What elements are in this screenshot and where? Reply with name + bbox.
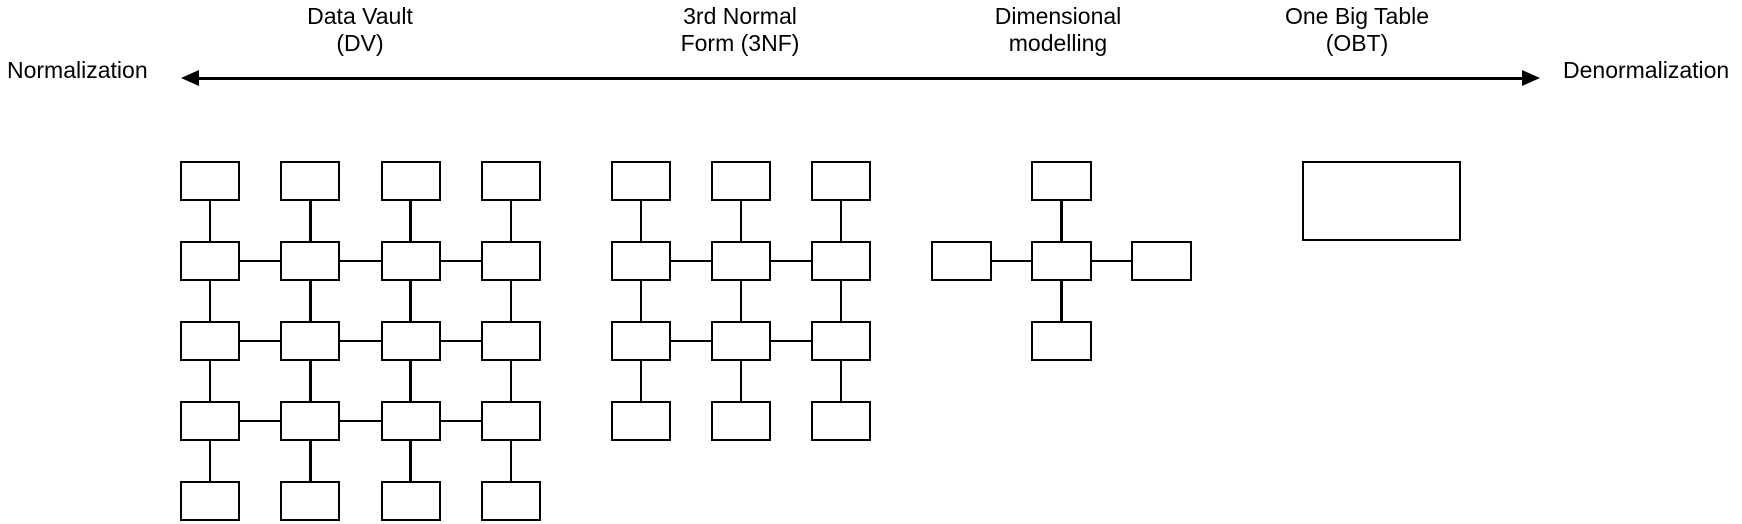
axis-label-normalization: Normalization xyxy=(7,57,148,83)
table-box xyxy=(480,401,541,441)
relationship-line xyxy=(839,361,843,401)
table-box xyxy=(180,321,240,361)
relationship-line xyxy=(671,339,711,343)
table-box xyxy=(811,401,871,441)
one-big-table-title: One Big Table(OBT) xyxy=(1285,3,1429,57)
relationship-line xyxy=(240,339,281,343)
fact-table-box xyxy=(1031,241,1092,281)
relationship-line xyxy=(1060,201,1063,241)
table-box xyxy=(711,161,771,201)
one-big-table-title-line-1: One Big Table xyxy=(1284,3,1430,29)
table-box xyxy=(280,481,341,521)
relationship-line xyxy=(509,201,513,241)
spectrum-arrow-line xyxy=(191,76,1530,80)
relationship-line xyxy=(409,281,412,321)
relationship-line xyxy=(509,361,513,401)
relationship-line xyxy=(208,441,212,481)
table-box xyxy=(480,241,541,281)
relationship-line xyxy=(771,259,811,263)
relationship-line xyxy=(309,441,312,481)
relationship-line xyxy=(208,201,212,241)
relationship-line xyxy=(340,259,381,263)
data-vault-title-line-1: Data Vault xyxy=(307,3,413,29)
one-big-table-title-line-2: (OBT) xyxy=(1325,30,1389,56)
third-normal-form-title-line-2: Form (3NF) xyxy=(680,30,800,56)
table-box xyxy=(480,481,541,521)
relationship-line xyxy=(739,201,743,241)
table-box xyxy=(280,241,341,281)
table-box xyxy=(280,401,341,441)
third-normal-form-title-line-1: 3rd Normal xyxy=(683,3,797,29)
relationship-line xyxy=(639,281,643,321)
table-box xyxy=(711,321,771,361)
table-box xyxy=(611,321,671,361)
relationship-line xyxy=(509,281,513,321)
table-box xyxy=(611,401,671,441)
table-box xyxy=(380,401,441,441)
table-box xyxy=(811,241,871,281)
relationship-line xyxy=(240,419,281,423)
relationship-line xyxy=(440,339,481,343)
big-table-box xyxy=(1302,161,1461,241)
axis-label-denormalization: Denormalization xyxy=(1563,57,1730,83)
relationship-line xyxy=(839,281,843,321)
relationship-line xyxy=(240,259,281,263)
table-box xyxy=(811,161,871,201)
data-vault-title: Data Vault(DV) xyxy=(307,3,413,57)
relationship-line xyxy=(340,339,381,343)
table-box xyxy=(280,161,341,201)
table-box xyxy=(380,241,441,281)
table-box xyxy=(180,241,240,281)
table-box xyxy=(811,321,871,361)
table-box xyxy=(380,161,441,201)
dimensional-modelling-title-line-1: Dimensional xyxy=(994,3,1122,29)
relationship-line xyxy=(639,201,643,241)
relationship-line xyxy=(771,339,811,343)
relationship-line xyxy=(309,201,312,241)
relationship-line xyxy=(409,361,412,401)
arrow-head-right-icon xyxy=(1522,70,1540,86)
relationship-line xyxy=(208,361,212,401)
table-box xyxy=(180,161,240,201)
table-box xyxy=(380,481,441,521)
relationship-line xyxy=(839,201,843,241)
data-vault-title-line-2: (DV) xyxy=(336,30,384,56)
relationship-line xyxy=(440,259,481,263)
relationship-line xyxy=(671,259,711,263)
relationship-line xyxy=(440,419,481,423)
table-box xyxy=(480,321,541,361)
table-box xyxy=(180,401,240,441)
dimension-table-box xyxy=(931,241,992,281)
relationship-line xyxy=(509,441,513,481)
dimensional-modelling-title-line-2: modelling xyxy=(1008,30,1108,56)
relationship-line xyxy=(739,281,743,321)
dimension-table-box xyxy=(1031,321,1092,361)
table-box xyxy=(380,321,441,361)
dimension-table-box xyxy=(1131,241,1192,281)
relationship-line xyxy=(992,259,1031,263)
relationship-line xyxy=(208,281,212,321)
table-box xyxy=(280,321,341,361)
dimension-table-box xyxy=(1031,161,1092,201)
table-box xyxy=(180,481,240,521)
relationship-line xyxy=(639,361,643,401)
table-box xyxy=(711,241,771,281)
relationship-line xyxy=(409,201,412,241)
relationship-line xyxy=(739,361,743,401)
table-box xyxy=(480,161,541,201)
relationship-line xyxy=(309,281,312,321)
table-box xyxy=(711,401,771,441)
relationship-line xyxy=(340,419,381,423)
table-box xyxy=(611,161,671,201)
relationship-line xyxy=(1060,281,1063,321)
table-box xyxy=(611,241,671,281)
arrow-head-left-icon xyxy=(181,70,199,86)
relationship-line xyxy=(409,441,412,481)
relationship-line xyxy=(1092,259,1131,263)
relationship-line xyxy=(309,361,312,401)
